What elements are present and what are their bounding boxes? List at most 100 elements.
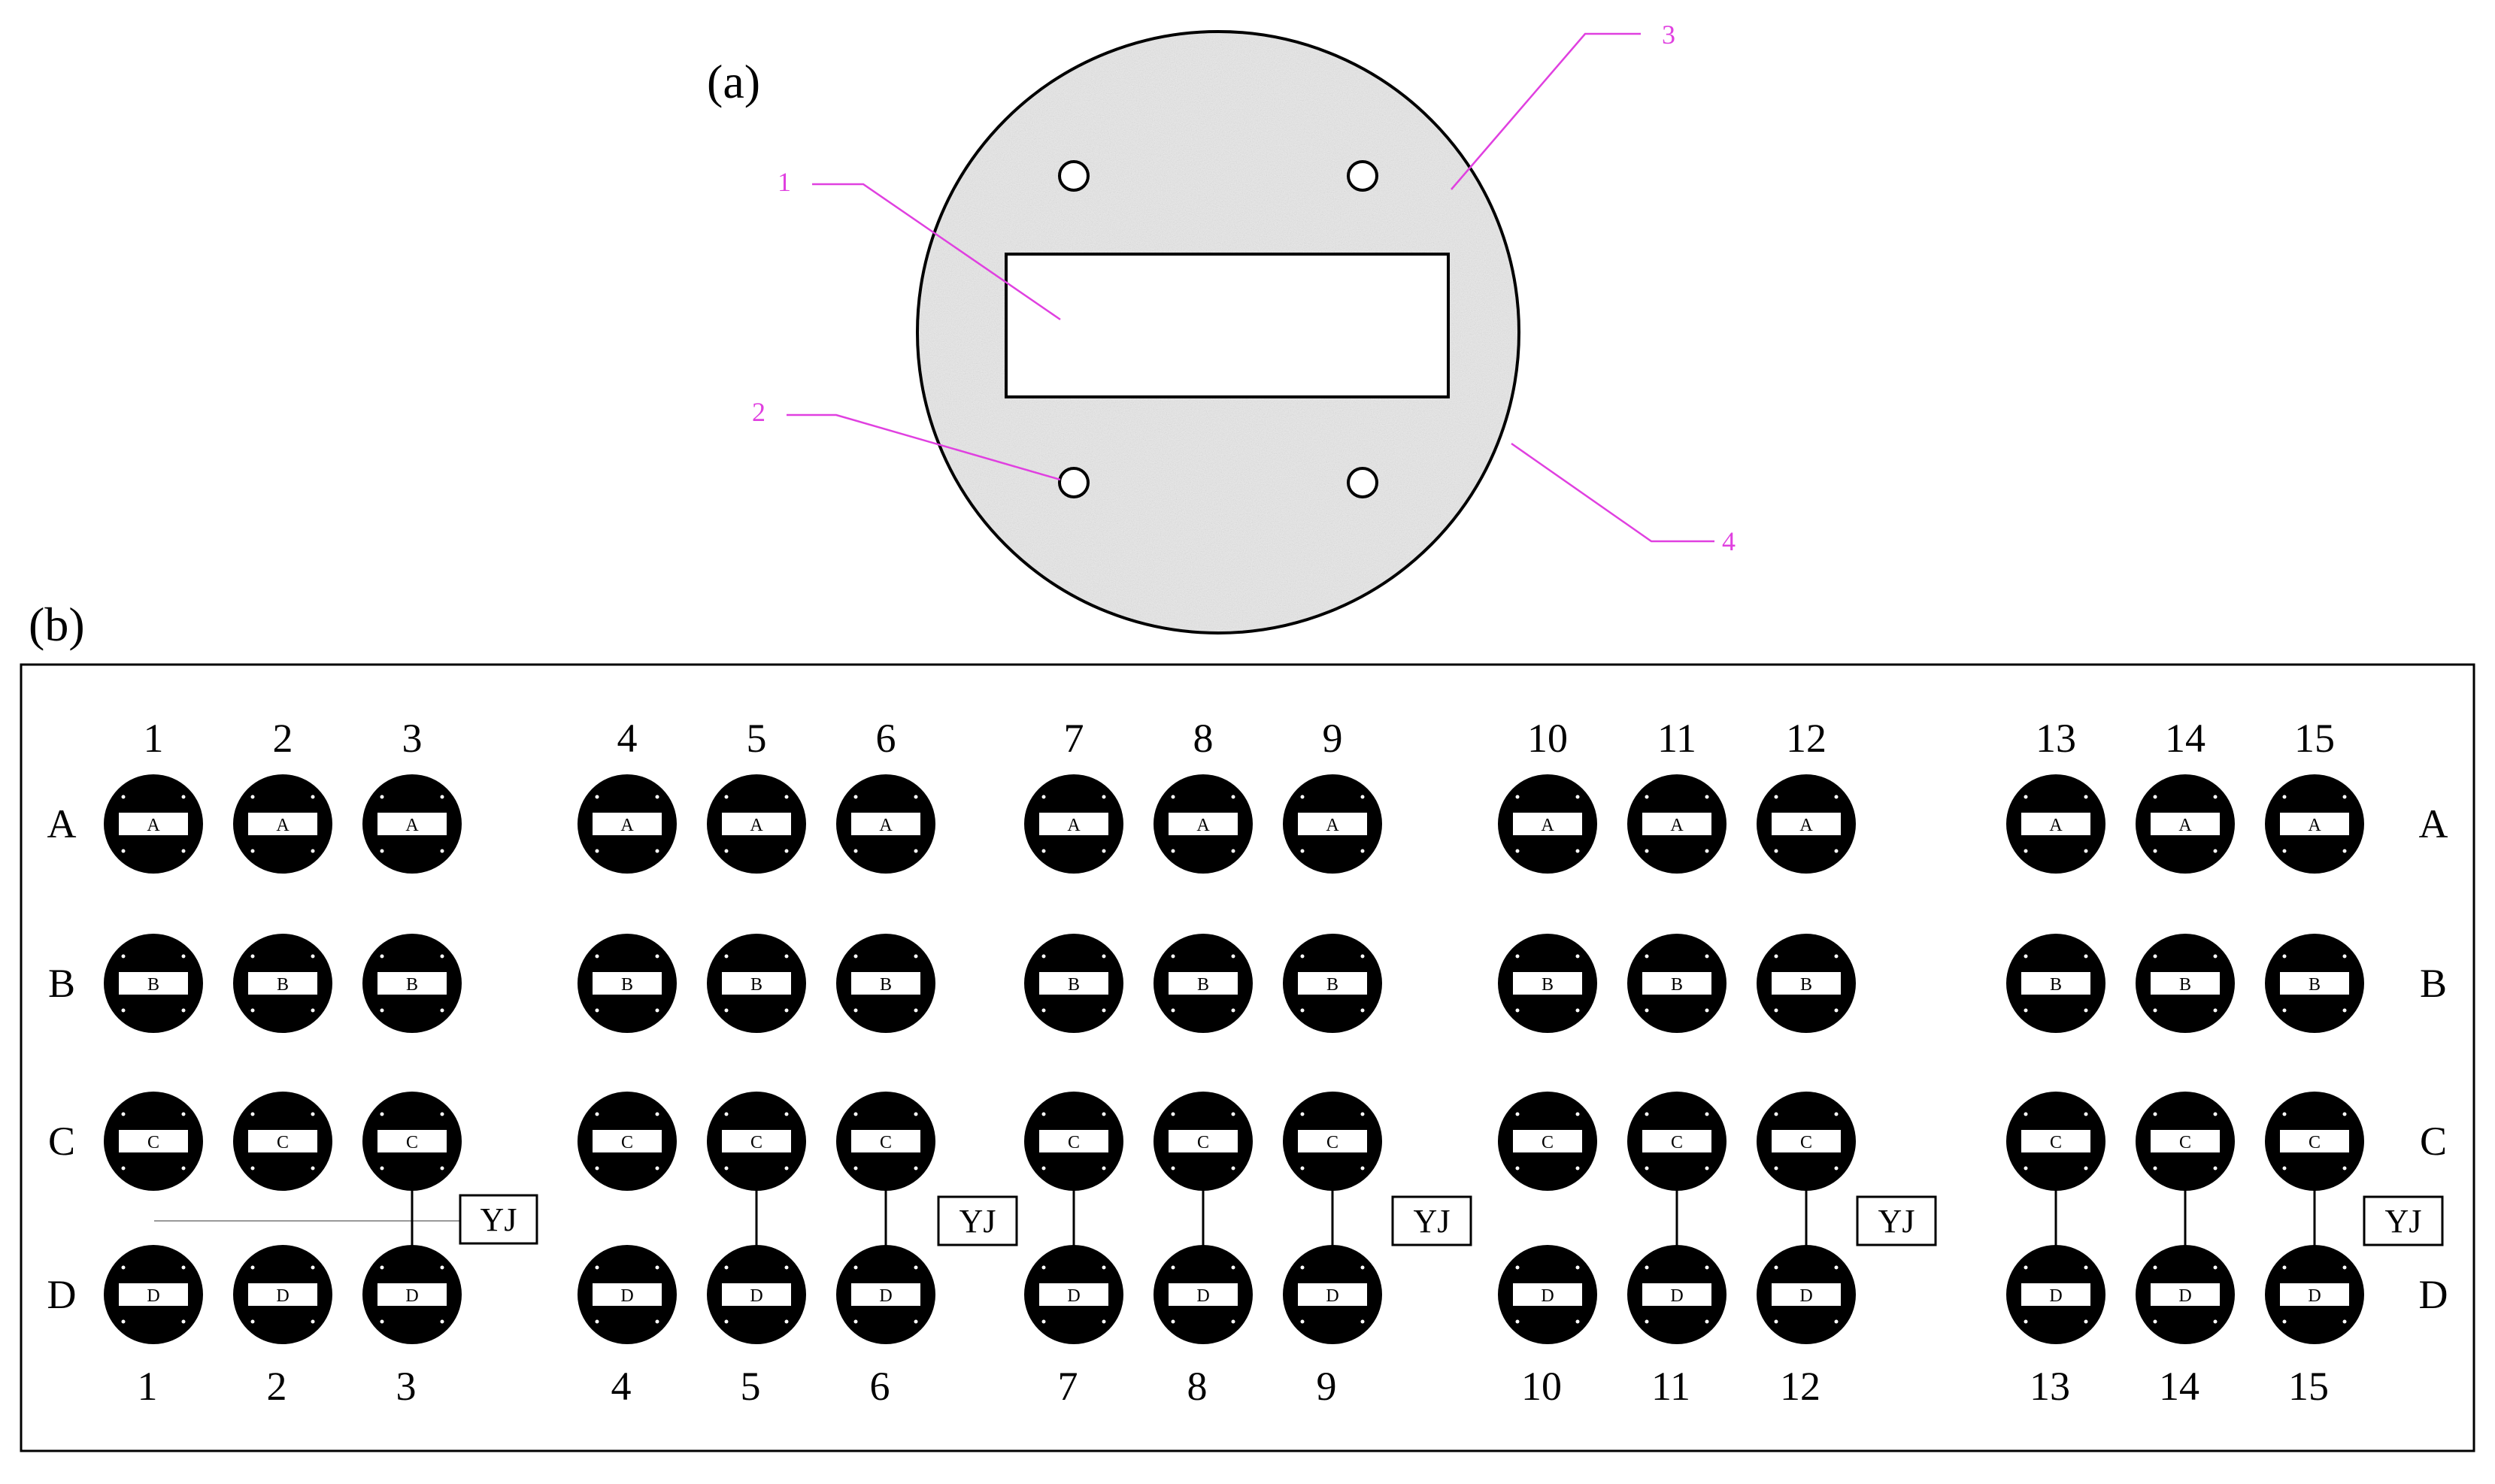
specimen-slot: [1513, 813, 1582, 835]
specimen-slot-label: A: [1196, 816, 1210, 835]
column-number-bottom: 13: [2030, 1364, 2070, 1409]
specimen-hole-dot: [655, 1265, 659, 1270]
specimen-hole-dot: [1834, 1319, 1839, 1324]
specimen-slot-label: B: [277, 975, 289, 995]
specimen-hole-dot: [181, 1008, 186, 1013]
specimen-hole-dot: [853, 1265, 858, 1270]
specimen-hole-dot: [1102, 849, 1106, 853]
specimen-hole-dot: [1705, 849, 1709, 853]
specimen-hole-dot: [1774, 849, 1778, 853]
specimen-slot: [1169, 1283, 1238, 1306]
column-number-bottom: 1: [138, 1364, 158, 1409]
specimen-slot-label: B: [880, 975, 892, 995]
column-number-top: 9: [1323, 716, 1343, 761]
specimen-hole-dot: [2084, 1008, 2088, 1013]
specimen-slot-label: C: [2050, 1133, 2062, 1152]
specimen-slot: [248, 1283, 317, 1306]
specimen-slot-label: D: [1326, 1286, 1338, 1306]
specimen-hole-dot: [595, 1265, 599, 1270]
specimen-hole-dot: [1645, 954, 1649, 959]
specimen-slot-label: D: [147, 1286, 159, 1306]
specimen-slot: [722, 813, 791, 835]
specimen-hole-dot: [1515, 795, 1520, 799]
specimen-hole-dot: [311, 1319, 315, 1324]
specimen-slot: [1642, 972, 1711, 995]
specimen-slot: [2151, 813, 2220, 835]
callout-line-2: [787, 413, 1061, 481]
specimen-hole-dot: [1041, 849, 1046, 853]
specimen-hole-dot: [1515, 1319, 1520, 1324]
column-number-top: 1: [144, 716, 164, 761]
specimen-hole-dot: [440, 1319, 444, 1324]
specimen-hole-dot: [2282, 1166, 2287, 1171]
specimen-hole-dot: [595, 1008, 599, 1013]
column-number-top: 5: [747, 716, 767, 761]
specimen-hole-dot: [1171, 954, 1175, 959]
specimen-hole-dot: [2282, 1112, 2287, 1116]
specimen-hole-dot: [380, 1319, 384, 1324]
specimen-hole-dot: [1645, 795, 1649, 799]
specimen-slot: [1298, 813, 1367, 835]
specimen-hole-dot: [1834, 849, 1839, 853]
specimen-slot: [593, 813, 662, 835]
specimen-hole-dot: [1041, 1319, 1046, 1324]
specimen-slot-label: A: [750, 816, 763, 835]
specimen-hole-dot: [2342, 1319, 2347, 1324]
specimen-hole-dot: [440, 1008, 444, 1013]
specimen-hole-dot: [2282, 1008, 2287, 1013]
column-number-top: 13: [2036, 716, 2076, 761]
callouts: [787, 32, 1714, 543]
specimen-slot: [1039, 813, 1108, 835]
specimen-hole-dot: [1705, 1265, 1709, 1270]
column-number-top: 12: [1786, 716, 1827, 761]
specimen-slot: [722, 1130, 791, 1152]
specimen-hole-dot: [2153, 1265, 2157, 1270]
specimen-slot: [722, 972, 791, 995]
specimen-slot-label: A: [1541, 816, 1554, 835]
specimen-slot-label: C: [2179, 1133, 2191, 1152]
specimen-hole-dot: [1102, 1166, 1106, 1171]
specimen-slot-label: C: [147, 1133, 159, 1152]
specimen-slot-label: B: [1197, 975, 1209, 995]
specimen-slot-label: D: [2178, 1286, 2191, 1306]
specimen-slot: [851, 1283, 920, 1306]
specimen-hole-dot: [1575, 1319, 1580, 1324]
specimen-hole-dot: [1645, 1166, 1649, 1171]
specimen-hole-dot: [724, 795, 729, 799]
specimen-hole-dot: [2024, 954, 2028, 959]
column-number-bottom: 14: [2159, 1364, 2199, 1409]
panel-b-frame: [20, 663, 2475, 1452]
specimen-hole-dot: [1575, 1008, 1580, 1013]
specimen-slot: [1169, 1130, 1238, 1152]
specimen-hole-dot: [2213, 1319, 2218, 1324]
specimen-hole-dot: [784, 1008, 789, 1013]
specimen-slot: [1513, 1130, 1582, 1152]
specimen-hole-dot: [2282, 849, 2287, 853]
row-letter-right: B: [2420, 961, 2447, 1006]
specimen-hole-dot: [2084, 1319, 2088, 1324]
specimen-hole-dot: [853, 954, 858, 959]
specimen-slot: [1642, 1130, 1711, 1152]
specimen-hole-dot: [1705, 954, 1709, 959]
specimen-slot: [119, 1283, 188, 1306]
specimen-hole-dot: [724, 1166, 729, 1171]
specimen-hole-dot: [2024, 1112, 2028, 1116]
panel-a: (a) 1 2 3 4: [707, 20, 1736, 634]
specimen-slot: [1298, 972, 1367, 995]
rectangular-slot: [1005, 253, 1450, 398]
specimen-hole-dot: [1705, 1008, 1709, 1013]
specimen-hole-dot: [655, 849, 659, 853]
yj-label: YJ: [1878, 1203, 1915, 1240]
specimen-hole-dot: [250, 1319, 255, 1324]
yj-label: YJ: [959, 1203, 996, 1240]
column-number-bottom: 8: [1187, 1364, 1208, 1409]
specimen-hole-dot: [1231, 1166, 1235, 1171]
specimen-hole-dot: [181, 795, 186, 799]
specimen-slot: [2021, 1130, 2090, 1152]
specimen-slot-label: C: [406, 1133, 418, 1152]
specimen-hole-dot: [724, 954, 729, 959]
specimen-hole-dot: [914, 795, 918, 799]
specimen-hole-dot: [2213, 849, 2218, 853]
specimen-slot-label: C: [750, 1133, 762, 1152]
specimen-hole-dot: [250, 795, 255, 799]
